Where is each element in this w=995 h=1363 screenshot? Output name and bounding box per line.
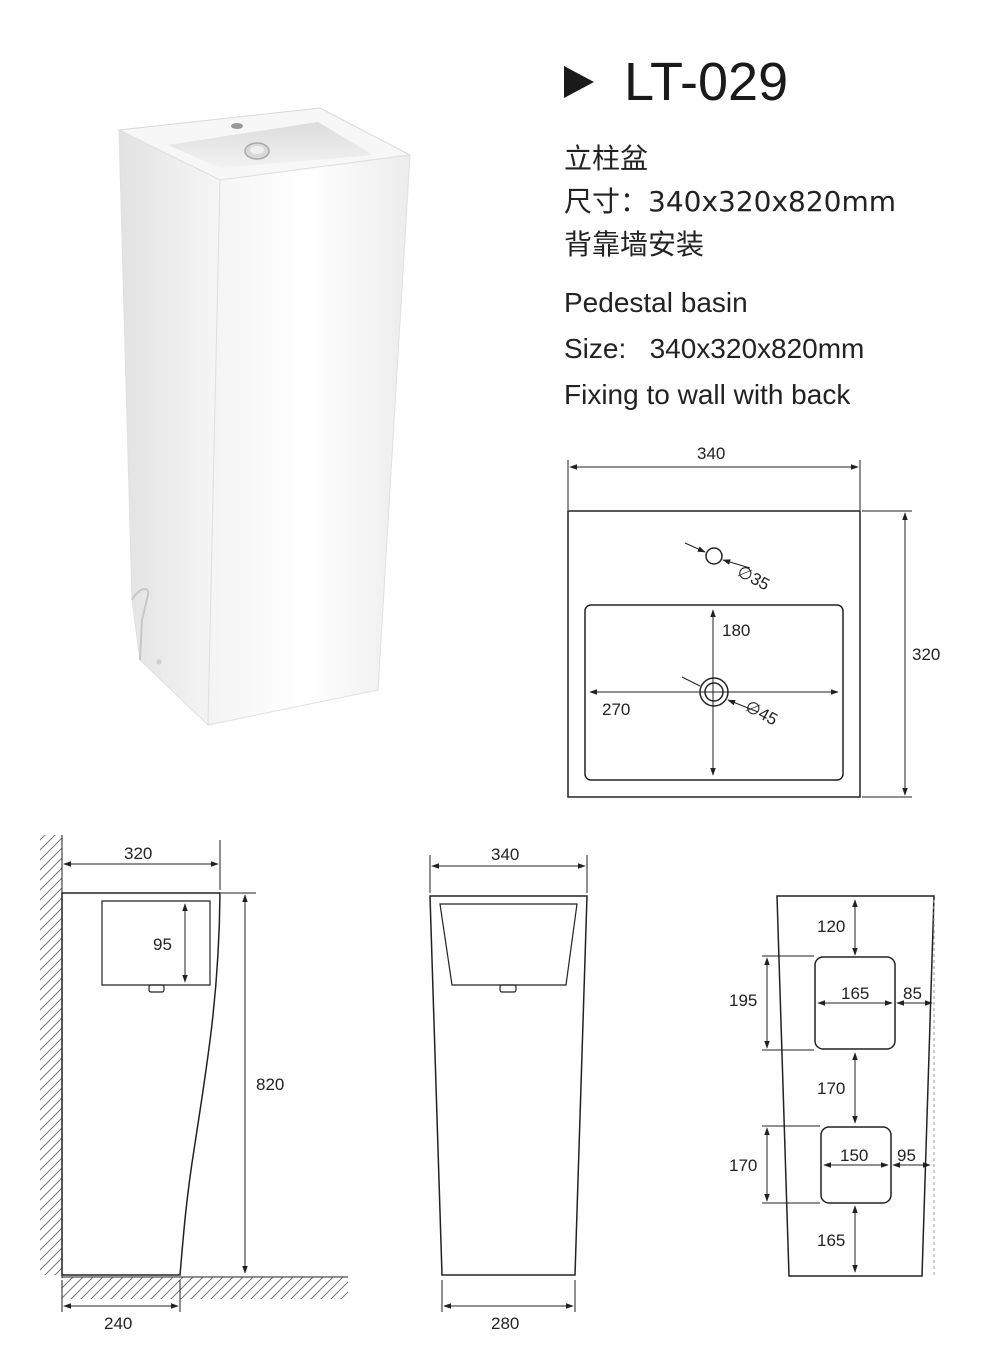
triangle-bullet-icon	[564, 66, 594, 98]
upper-hole-width-label: 165	[841, 984, 869, 1003]
bowl-depth-label: 180	[722, 621, 750, 640]
upper-service-hole	[814, 956, 896, 1050]
top-width-label: 340	[697, 444, 725, 463]
cn-product-type: 立柱盆	[564, 142, 649, 175]
upper-hole-edge-label: 85	[903, 984, 922, 1003]
lower-service-hole	[820, 1126, 892, 1204]
drain-hole-outer	[699, 677, 729, 707]
back-view	[762, 895, 935, 1277]
side-depth-label: 320	[124, 844, 152, 863]
front-width-label: 340	[491, 845, 519, 864]
back-middle-gap-label: 170	[817, 1079, 845, 1098]
top-outline	[567, 510, 861, 798]
lower-hole-width-label: 150	[840, 1146, 868, 1165]
back-top-gap-label: 120	[817, 917, 845, 936]
front-bowl	[439, 903, 578, 986]
drain-label: ∅45	[742, 697, 781, 730]
side-bowl-height-label: 95	[153, 935, 172, 954]
title-row: LT-029	[564, 50, 788, 114]
top-view	[567, 460, 912, 798]
front-outline	[429, 895, 588, 1276]
upper-hole-height-label: 195	[729, 991, 757, 1010]
bowl-outline	[584, 604, 844, 781]
side-view	[40, 835, 348, 1312]
back-bottom-gap-label: 165	[817, 1231, 845, 1250]
product-header: LT-029	[564, 50, 788, 114]
lower-hole-edge-label: 95	[897, 1146, 916, 1165]
back-outline	[776, 895, 935, 1277]
en-size: Size: 340x320x820mm	[564, 333, 865, 364]
en-mounting: Fixing to wall with back	[564, 379, 851, 410]
side-height-label: 820	[256, 1075, 284, 1094]
front-base-label: 280	[491, 1314, 519, 1333]
drain-hole-inner	[704, 682, 724, 702]
top-depth-label: 320	[912, 645, 940, 664]
front-view	[429, 855, 588, 1312]
floor-hatch	[62, 1277, 348, 1299]
cn-mounting: 背靠墙安装	[564, 228, 705, 261]
lower-hole-height-label: 170	[729, 1156, 757, 1175]
tap-hole	[705, 547, 723, 565]
cn-size: 尺寸：340x320x820mm	[564, 185, 897, 218]
model-number: LT-029	[624, 52, 789, 112]
side-outline	[61, 892, 221, 1276]
en-product-type: Pedestal basin	[564, 287, 748, 318]
tap-hole-label: ∅35	[734, 562, 773, 595]
side-base-label: 240	[104, 1314, 132, 1333]
side-bowl	[101, 900, 211, 986]
bowl-width-label: 270	[602, 700, 630, 719]
wall-hatch	[40, 835, 62, 1275]
